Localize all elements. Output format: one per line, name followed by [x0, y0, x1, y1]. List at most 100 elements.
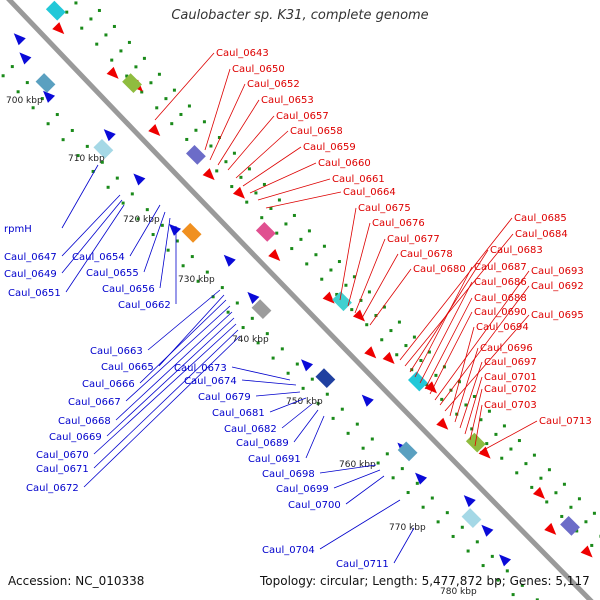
track-dot [590, 543, 594, 547]
track-dot [395, 353, 399, 357]
track-dot [539, 476, 543, 480]
track-dot [187, 104, 191, 108]
feature-block [255, 222, 276, 242]
track-dot [100, 160, 104, 164]
track-dot [412, 335, 416, 339]
right-feature-label: Caul_0684 [515, 229, 568, 240]
right-label-leader [257, 178, 331, 201]
left-label-leader [129, 204, 161, 257]
left-label-leader [143, 211, 166, 273]
right-label-leader [469, 388, 483, 441]
track-dot [241, 326, 245, 330]
right-label-leader [242, 146, 302, 187]
track-dot [376, 461, 380, 465]
track-dot [496, 578, 500, 582]
track-dot [505, 569, 509, 573]
track-dot [427, 350, 431, 354]
left-feature-label: Caul_0651 [8, 288, 61, 299]
forward-gene-arrow [52, 22, 65, 35]
left-feature-label: Caul_0669 [49, 432, 102, 443]
track-dot [142, 56, 146, 60]
right-feature-label: Caul_0676 [372, 218, 425, 229]
track-dot [434, 373, 438, 377]
track-dot [224, 160, 228, 164]
accession-label: Accession: [8, 574, 72, 588]
track-dot [260, 216, 264, 220]
left-label-leader [61, 164, 99, 229]
forward-gene-arrow [580, 545, 593, 558]
right-feature-label: Caul_0680 [413, 264, 466, 275]
right-label-leader [369, 268, 412, 326]
right-label-leader [419, 281, 473, 384]
right-label-leader [265, 191, 342, 209]
track-dot [290, 247, 294, 251]
track-dot [185, 137, 189, 141]
topology-label: Topology: [260, 574, 317, 588]
track-dot [325, 392, 329, 396]
reverse-gene-arrow [133, 173, 146, 186]
track-dot [119, 49, 123, 53]
track-dot [560, 514, 564, 518]
track-dot [10, 65, 14, 69]
left-label-leader [319, 499, 401, 550]
right-feature-label: Caul_0695 [531, 310, 584, 321]
track-dot [337, 260, 341, 264]
accession-info: Accession: NC_010338 [8, 574, 144, 588]
feature-block [332, 291, 352, 312]
left-feature-label: rpmH [4, 224, 32, 235]
right-feature-label: Caul_0697 [484, 357, 537, 368]
right-feature-label: Caul_0713 [539, 416, 592, 427]
feature-block [186, 144, 206, 165]
track-dot [359, 298, 363, 302]
feature-block [122, 73, 142, 94]
right-feature-label: Caul_0678 [400, 249, 453, 260]
right-feature-label: Caul_0660 [318, 158, 371, 169]
track-dot [584, 520, 588, 524]
left-label-leader [106, 317, 235, 437]
left-feature-label: Caul_0649 [4, 269, 57, 280]
track-dot [316, 401, 320, 405]
track-dot [470, 427, 474, 431]
right-feature-label: Caul_0657 [276, 111, 329, 122]
left-label-leader [231, 366, 291, 381]
right-feature-label: Caul_0696 [480, 343, 533, 354]
right-label-leader [399, 217, 513, 361]
scale-tick-label: 700 kbp [6, 96, 43, 106]
left-feature-label: Caul_0679 [198, 392, 251, 403]
track-dot [352, 275, 356, 279]
right-label-leader [454, 347, 479, 423]
track-dot [314, 253, 318, 257]
reverse-gene-arrow [43, 90, 56, 103]
track-dot [220, 286, 224, 290]
forward-gene-arrow [148, 124, 161, 137]
track-dot [145, 208, 149, 212]
right-label-leader [474, 404, 483, 447]
track-dot [46, 122, 50, 126]
track-dot [500, 456, 504, 460]
map-title: Caulobacter sp. K31, complete genome [171, 8, 429, 23]
genes-value: 5,117 [555, 574, 590, 588]
track-dot [205, 270, 209, 274]
forward-gene-arrow [436, 417, 449, 430]
track-dot [479, 418, 483, 422]
track-dot [524, 462, 528, 466]
track-dot [577, 497, 581, 501]
forward-gene-arrow [268, 249, 281, 262]
track-dot [320, 277, 324, 281]
left-feature-label: Caul_0699 [276, 484, 329, 495]
track-dot [110, 58, 114, 62]
track-dot [61, 138, 65, 142]
left-feature-label: Caul_0647 [4, 252, 57, 263]
track-dot [247, 167, 251, 171]
track-dot [25, 81, 29, 85]
track-dot [487, 409, 491, 413]
track-dot [97, 8, 101, 12]
left-label-leader [83, 335, 241, 488]
reverse-gene-arrow [169, 223, 182, 236]
length-label: Length: [372, 574, 418, 588]
scale-tick-label: 760 kbp [339, 460, 376, 470]
left-feature-label: Caul_0682 [224, 424, 277, 435]
track-dot [511, 593, 515, 597]
left-feature-label: Caul_0662 [118, 300, 171, 311]
